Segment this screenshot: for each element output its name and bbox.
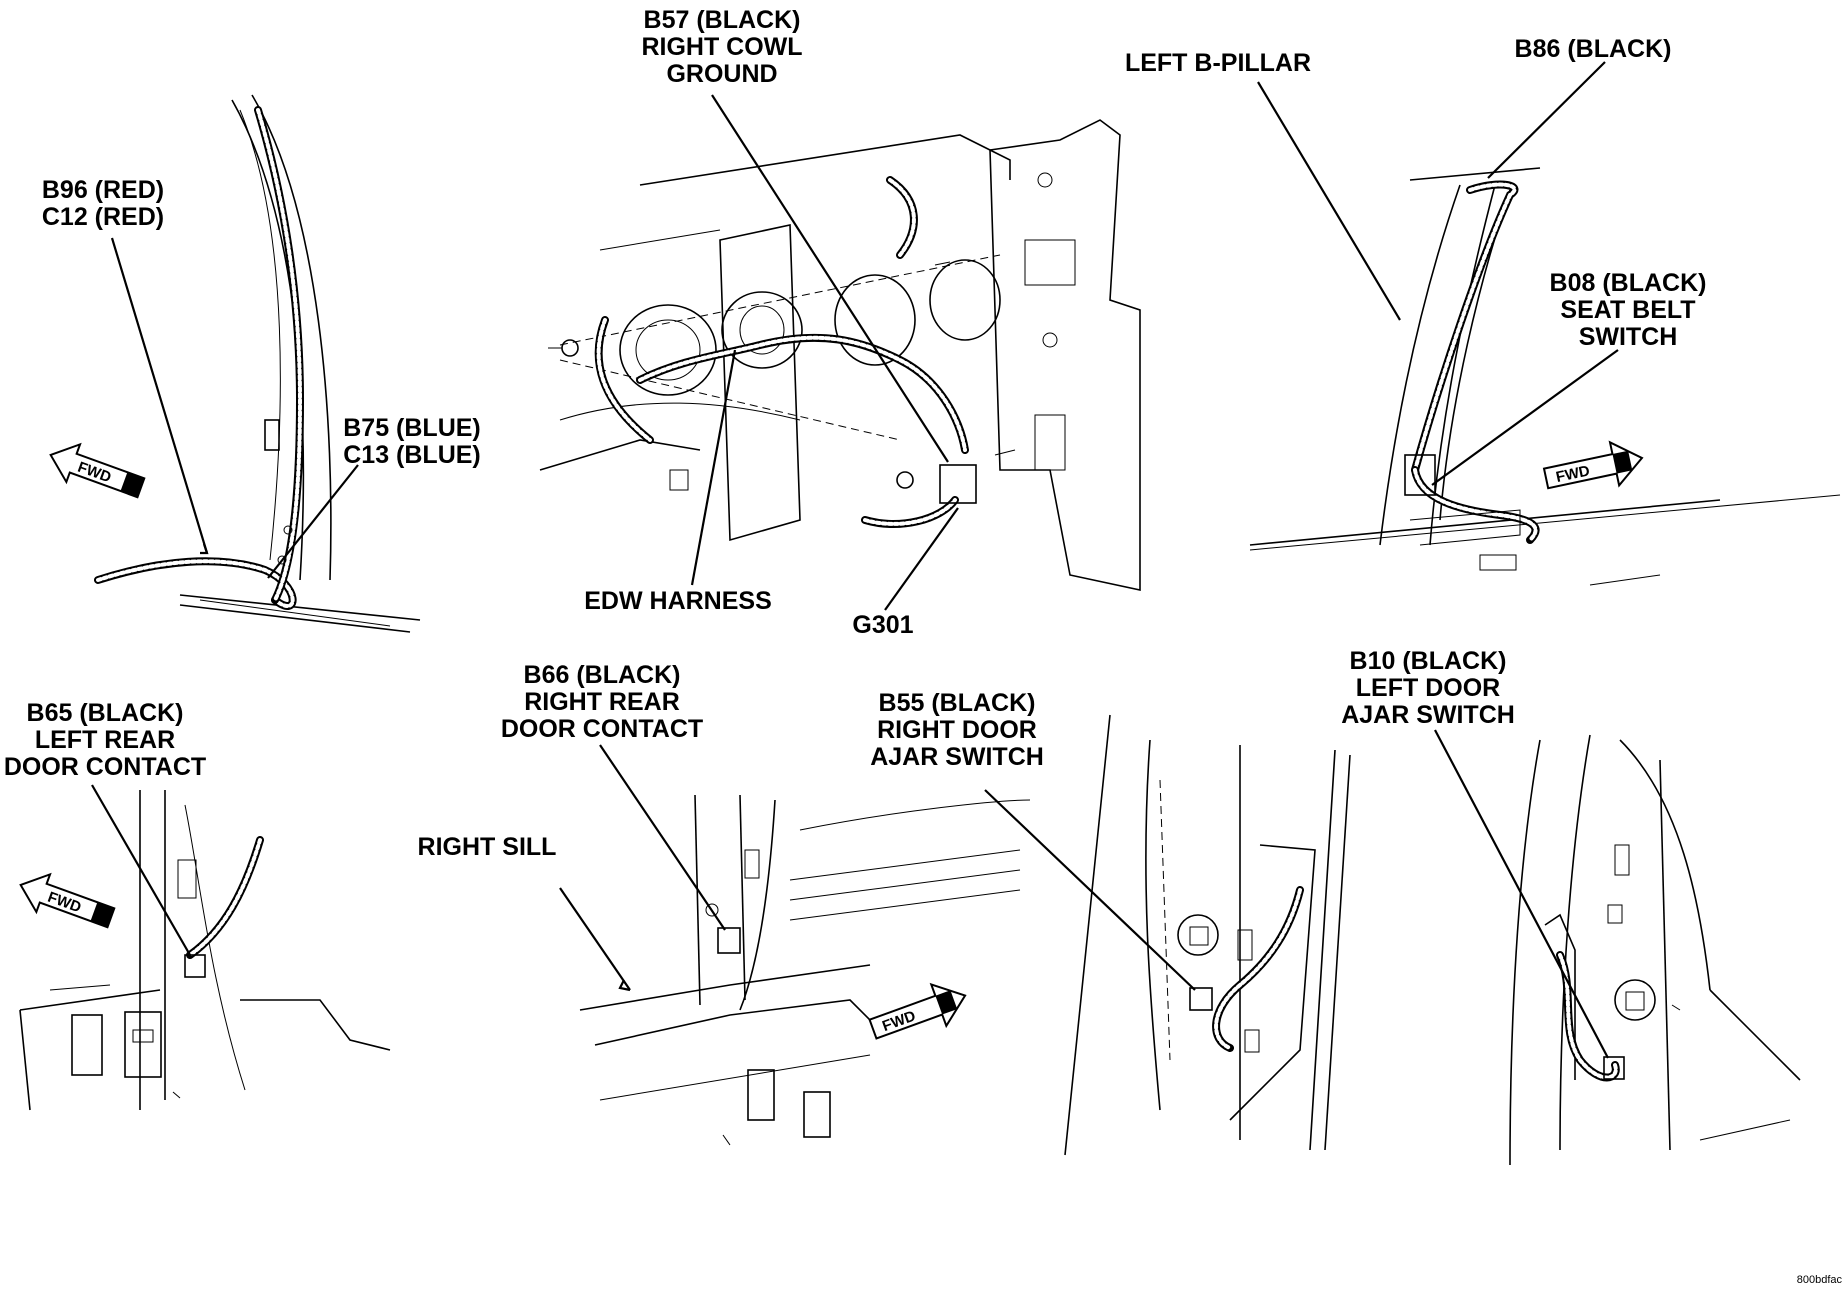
panel-left-rear-contact-drawing	[19, 790, 391, 1111]
panel-right-rear-contact-drawing	[579, 794, 1031, 1146]
leader-g301	[884, 507, 959, 611]
label-line: B65 (BLACK)	[26, 699, 184, 727]
label-line: B08 (BLACK)	[1549, 269, 1707, 297]
panel-a-pillar-drawing	[94, 94, 421, 633]
label-line: AJAR SWITCH	[1341, 701, 1515, 729]
fwd-arrow-right-1: FWD	[1542, 440, 1644, 490]
label-b86: B86 (BLACK)	[1515, 36, 1672, 63]
leader-b96-arrowhead	[200, 543, 209, 555]
fwd-arrow-left-2: FWD	[19, 872, 116, 929]
label-line: B96 (RED)	[41, 176, 165, 204]
label-line: B55 (BLACK)	[878, 689, 1036, 717]
fwd-arrow-right-2: FWD	[868, 982, 967, 1040]
label-line: RIGHT REAR	[524, 688, 680, 716]
label-line: SWITCH	[1578, 323, 1678, 351]
leader-b10	[1434, 729, 1609, 1059]
label-line: AJAR SWITCH	[870, 743, 1044, 771]
leader-b55	[984, 789, 1196, 991]
label-line: RIGHT COWL	[641, 33, 803, 61]
label-line: SEAT BELT	[1560, 296, 1696, 324]
leader-left-b-pillar	[1257, 81, 1401, 321]
panel-b-pillar-drawing	[1249, 167, 1841, 586]
label-line: C12 (RED)	[41, 203, 165, 231]
leader-b57	[711, 94, 949, 463]
label-line: B10 (BLACK)	[1349, 647, 1507, 675]
label-right-sill: RIGHT SILL	[418, 834, 557, 861]
label-line: B57 (BLACK)	[643, 6, 801, 34]
label-b55-right-door-ajar-switch: B55 (BLACK) RIGHT DOOR AJAR SWITCH	[870, 690, 1044, 771]
label-line: RIGHT DOOR	[877, 716, 1037, 744]
label-line: B86 (BLACK)	[1514, 35, 1672, 63]
panel-left-door-ajar-drawing	[1509, 734, 1801, 1166]
label-left-b-pillar: LEFT B-PILLAR	[1125, 50, 1311, 77]
leader-b75-c13	[267, 464, 359, 579]
label-edw-harness: EDW HARNESS	[584, 588, 772, 615]
label-line: RIGHT SILL	[417, 833, 557, 861]
leader-b08	[1431, 349, 1619, 486]
label-line: B75 (BLUE)	[343, 414, 481, 442]
label-line: LEFT REAR	[34, 726, 176, 754]
label-b75-c13: B75 (BLUE) C13 (BLUE)	[343, 415, 481, 469]
label-line: G301	[852, 611, 914, 639]
panel-cowl-drawing	[539, 119, 1141, 591]
label-line: B66 (BLACK)	[523, 661, 681, 689]
leader-b86	[1487, 61, 1606, 179]
leader-b66	[599, 744, 726, 931]
label-line: DOOR CONTACT	[500, 715, 704, 743]
leader-right-sill-arrowhead	[618, 979, 631, 992]
label-line: LEFT DOOR	[1355, 674, 1501, 702]
label-line: DOOR CONTACT	[3, 753, 207, 781]
fwd-arrow-text: FWD	[1554, 462, 1591, 486]
leader-lines	[91, 61, 1619, 1059]
panel-right-door-ajar-drawing	[1064, 714, 1351, 1156]
label-b57-right-cowl-ground: B57 (BLACK) RIGHT COWL GROUND	[641, 7, 802, 88]
label-line: EDW HARNESS	[584, 587, 772, 615]
label-g301: G301	[852, 612, 913, 639]
figure-code: 800bdfac	[1796, 1274, 1842, 1286]
leader-right-sill	[559, 887, 631, 991]
label-b08-seat-belt-switch: B08 (BLACK) SEAT BELT SWITCH	[1550, 270, 1707, 351]
leader-edw-harness	[690, 349, 737, 586]
label-b66-right-rear-door-contact: B66 (BLACK) RIGHT REAR DOOR CONTACT	[501, 662, 703, 743]
label-b10-left-door-ajar-switch: B10 (BLACK) LEFT DOOR AJAR SWITCH	[1341, 648, 1515, 729]
label-line: LEFT B-PILLAR	[1124, 49, 1312, 77]
leader-b96-c12	[110, 237, 209, 554]
label-line: GROUND	[666, 60, 778, 88]
label-b65-left-rear-door-contact: B65 (BLACK) LEFT REAR DOOR CONTACT	[4, 700, 206, 781]
label-line: C13 (BLUE)	[343, 441, 481, 469]
label-b96-c12: B96 (RED) C12 (RED)	[42, 177, 164, 231]
fwd-arrow-left-1: FWD	[49, 442, 146, 499]
leader-b65	[91, 784, 191, 956]
